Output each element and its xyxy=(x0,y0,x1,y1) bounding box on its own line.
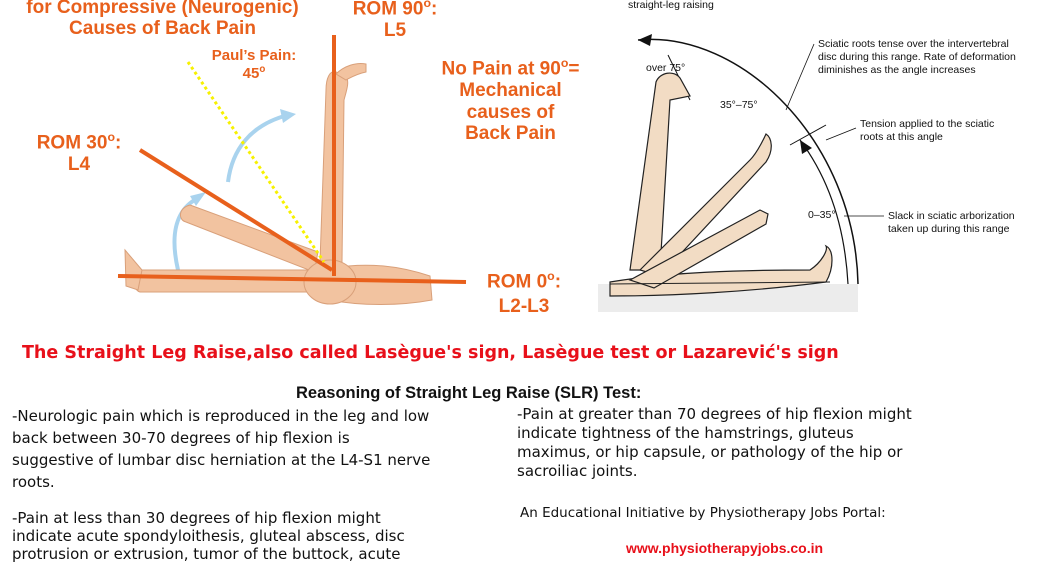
note3-line1: Slack in sciatic arborization xyxy=(888,210,1015,222)
rom30-degree: o xyxy=(107,130,115,144)
left-p1-line3: suggestive of lumbar disc herniation at … xyxy=(12,451,431,469)
right-p1-line1: -Pain at greater than 70 degrees of hip … xyxy=(517,405,912,423)
body-outline xyxy=(609,281,831,285)
rom-30-line xyxy=(138,148,334,272)
leader-note1 xyxy=(785,43,815,111)
note-tension-applied: Tension applied to the sciatic roots at … xyxy=(860,118,1050,144)
arc-arrowhead xyxy=(638,34,652,46)
nopain-equals: = xyxy=(568,58,580,80)
rom90-degree: o xyxy=(423,0,431,10)
rom0-label: ROM 0o: L2-L3 xyxy=(474,268,574,320)
pauls-degree: o xyxy=(259,63,266,75)
left-p2-line2: indicate acute spondyloithesis, gluteal … xyxy=(12,527,405,545)
rom90-level: L5 xyxy=(383,19,407,41)
slr-top-label: straight-leg raising xyxy=(628,0,714,11)
main-title: The Straight Leg Raise,also called Lasèg… xyxy=(22,343,839,363)
left-p1-line4: roots. xyxy=(12,473,55,491)
over75-label: over 75° xyxy=(646,62,686,74)
header-label: for Compressive (Neurogenic) Causes of B… xyxy=(10,0,315,40)
note2-line2: roots at this angle xyxy=(860,131,943,144)
rom0-degree: o xyxy=(547,269,555,283)
pauls-pain-label: Paul’s Pain: 45o xyxy=(198,47,310,83)
note1-line2: disc during this range. Rate of deformat… xyxy=(818,51,1016,64)
nopain-text: No Pain at 90 xyxy=(441,58,561,80)
raise-arrow-large-head xyxy=(280,109,296,123)
note1-line3: diminishes as the angle increases xyxy=(818,64,976,77)
right-p1-line2: indicate tightness of the hamstrings, gl… xyxy=(517,424,854,442)
leader-note2 xyxy=(825,127,857,141)
rom0-level: L2-L3 xyxy=(498,296,550,318)
pauls-pain-line xyxy=(186,61,326,263)
rom30-text: ROM 30 xyxy=(36,132,108,154)
rom0-text: ROM 0 xyxy=(486,271,548,293)
rom30-label: ROM 30o: L4 xyxy=(20,130,138,175)
nopain-line4: Back Pain xyxy=(465,123,556,145)
nopain-line3: causes of xyxy=(466,101,555,123)
left-p2-line3: protrusion or extrusion, tumor of the bu… xyxy=(12,545,401,563)
credit-line: An Educational Initiative by Physiothera… xyxy=(520,505,886,521)
left-p1-line2: back between 30-70 degrees of hip flexio… xyxy=(12,429,350,447)
left-p2-line1: -Pain at less than 30 degrees of hip fle… xyxy=(12,509,381,527)
rom0-colon: : xyxy=(554,271,562,293)
note1-line1: Sciatic roots tense over the interverteb… xyxy=(818,38,1009,50)
website-link[interactable]: www.physiotherapyjobs.co.in xyxy=(626,540,824,556)
raise-arrow-small xyxy=(172,196,199,271)
tick-35 xyxy=(789,124,827,146)
header-line2: Causes of Back Pain xyxy=(69,18,256,40)
note-slack: Slack in sciatic arborization taken up d… xyxy=(888,210,1058,236)
section-heading: Reasoning of Straight Leg Raise (SLR) Te… xyxy=(296,384,642,402)
rom30-level: L4 xyxy=(67,153,91,175)
pauls-angle: 45 xyxy=(242,64,260,82)
left-column: -Neurologic pain which is reproduced in … xyxy=(12,405,492,563)
inner-arc-arrowhead xyxy=(800,140,812,154)
nopain-line2: Mechanical xyxy=(459,79,562,101)
right-illustration xyxy=(598,34,884,312)
range-0-35-label: 0–35° xyxy=(808,209,836,221)
nopain-degree: o xyxy=(560,56,569,70)
no-pain-label: No Pain at 90o= Mechanical causes of Bac… xyxy=(428,56,593,145)
range-35-75-label: 35°–75° xyxy=(720,99,758,111)
right-p1-line4: sacroiliac joints. xyxy=(517,462,638,480)
pauls-text: Paul’s Pain: xyxy=(211,47,297,64)
left-illustration xyxy=(117,35,467,305)
inner-arc xyxy=(799,139,849,285)
left-p1-line1: -Neurologic pain which is reproduced in … xyxy=(12,407,430,425)
angle-arc xyxy=(637,38,859,285)
raise-arrow-large xyxy=(226,113,289,183)
header-line1: for Compressive (Neurogenic) xyxy=(26,0,299,18)
body-figure xyxy=(124,63,433,305)
note-sciatic-tense: Sciatic roots tense over the interverteb… xyxy=(818,38,1058,77)
right-column: -Pain at greater than 70 degrees of hip … xyxy=(517,405,987,481)
rom90-colon: : xyxy=(430,0,438,20)
rom-0-line xyxy=(117,274,467,284)
rom90-text: ROM 90 xyxy=(352,0,424,20)
raise-arrow-small-head xyxy=(190,192,206,206)
note3-line2: taken up during this range xyxy=(888,223,1010,236)
rom90-label: ROM 90o: L5 xyxy=(340,0,450,41)
rom30-colon: : xyxy=(114,132,122,154)
right-p1-line3: maximus, or hip capsule, or pathology of… xyxy=(517,443,903,461)
note2-line1: Tension applied to the sciatic xyxy=(860,118,995,130)
